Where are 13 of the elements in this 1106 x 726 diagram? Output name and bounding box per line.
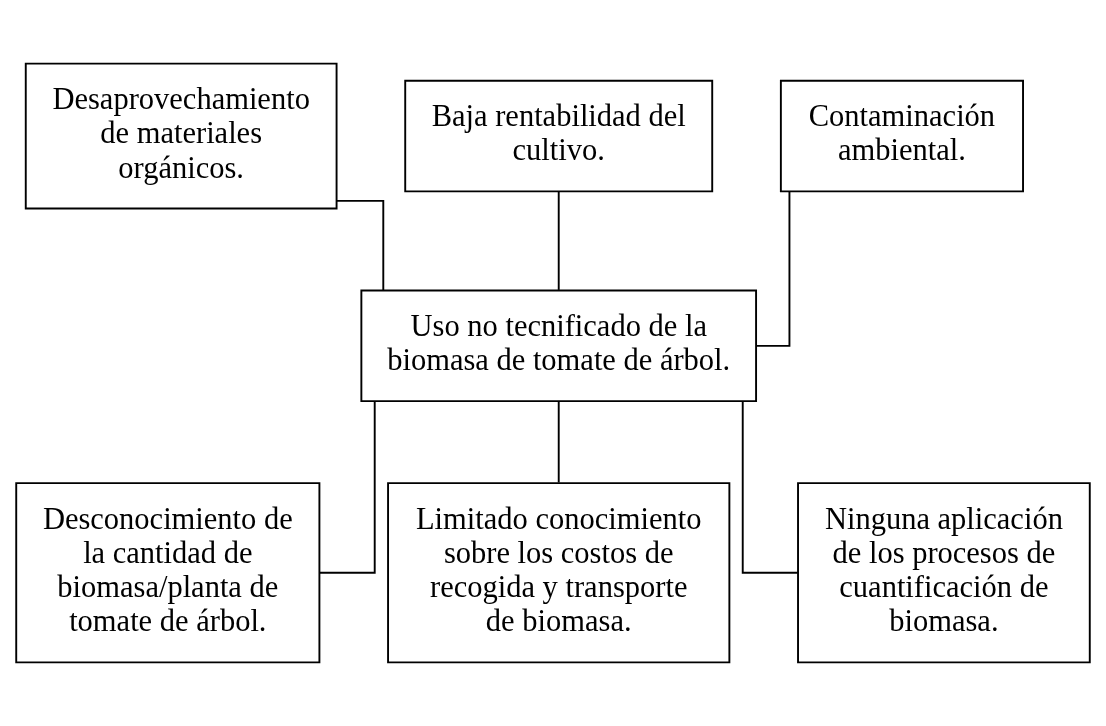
connector	[557, 400, 560, 484]
connector	[557, 190, 560, 291]
node-box: Uso no tecnificado de la biomasa de tomate de árbol.	[360, 289, 758, 403]
connector	[318, 400, 376, 574]
node-box: Ninguna aplicación de los procesos de cuantificación de biomasa.	[797, 482, 1091, 664]
connector	[755, 190, 791, 347]
node-box: Desconocimiento de la cantidad de biomasa/planta de tomate de árbol.	[15, 482, 321, 664]
connector	[741, 400, 799, 574]
node-box: Desaprovechamiento de materiales orgánicos.	[24, 62, 338, 210]
node-box: Baja rentabilidad del cultivo.	[404, 79, 714, 193]
node-box: Contaminación ambiental.	[779, 79, 1024, 193]
node-box: Limitado conocimiento sobre los costos de recogida y transporte de biomasa.	[387, 482, 731, 664]
connector	[335, 199, 385, 292]
